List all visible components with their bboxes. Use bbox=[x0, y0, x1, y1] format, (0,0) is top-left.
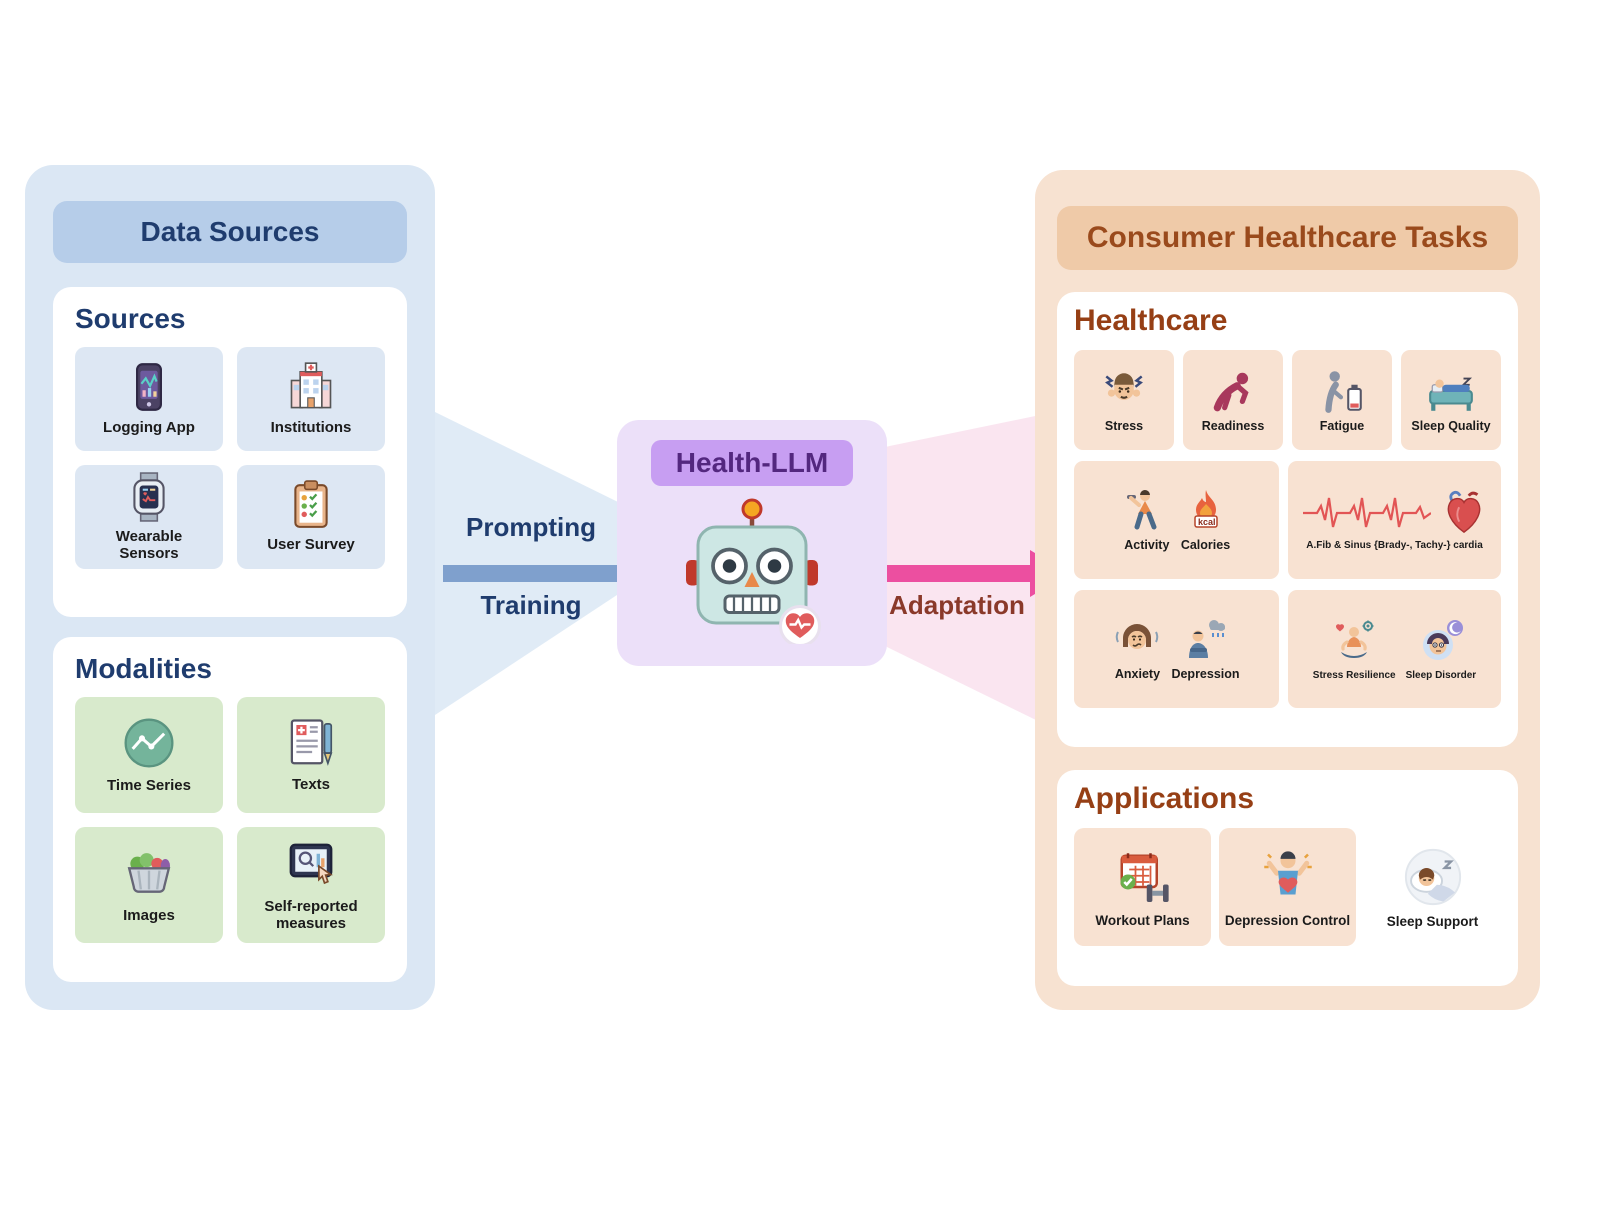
modalities-grid: Time Series bbox=[75, 697, 385, 943]
prompting-training-arrow bbox=[443, 565, 626, 582]
ecg-trace-icon bbox=[1302, 490, 1431, 536]
survey-clipboard-icon bbox=[286, 480, 336, 530]
healthcare-row-2: Activity kcal Calorie bbox=[1074, 461, 1501, 579]
app-depression-control: Depression Control bbox=[1219, 828, 1356, 946]
app-sleep-support: Sleep Support bbox=[1364, 828, 1501, 946]
source-item-logging-app: Logging App bbox=[75, 347, 223, 451]
healthcare-row-3: Anxiety bbox=[1074, 590, 1501, 708]
modality-item-label: Texts bbox=[291, 776, 331, 794]
health-llm-title: Health-LLM bbox=[651, 440, 853, 486]
training-label: Training bbox=[480, 590, 582, 620]
depression-control-icon bbox=[1258, 847, 1318, 907]
sources-grid: Logging App bbox=[75, 347, 385, 569]
sleep-quality-icon bbox=[1426, 366, 1476, 416]
task-label: Readiness bbox=[1201, 419, 1265, 434]
workout-plans-icon bbox=[1113, 847, 1173, 907]
task-fatigue: Fatigue bbox=[1292, 350, 1392, 450]
heart-anatomy-icon bbox=[1441, 490, 1487, 536]
task-label: Depression bbox=[1171, 667, 1240, 682]
modality-item-label: Images bbox=[123, 907, 175, 925]
task-group-anxiety-depression: Anxiety bbox=[1074, 590, 1279, 708]
left-beam bbox=[435, 412, 620, 715]
app-label: Depression Control bbox=[1224, 912, 1351, 928]
adaptation-arrow bbox=[852, 565, 1030, 582]
task-readiness: Readiness bbox=[1183, 350, 1283, 450]
task-label: Activity bbox=[1124, 538, 1170, 553]
task-label: Sleep Quality bbox=[1411, 419, 1491, 434]
sleep-support-icon bbox=[1402, 846, 1464, 908]
source-item-label: Logging App bbox=[103, 419, 195, 437]
source-item-institutions: Institutions bbox=[237, 347, 385, 451]
sources-box: Sources Logging App bbox=[53, 287, 407, 617]
self-reported-icon bbox=[284, 838, 338, 892]
task-stress-resilience: Stress Resilience bbox=[1313, 618, 1396, 681]
task-afib-sinus: A.Fib & Sinus {Brady-, Tachy-} cardia bbox=[1288, 461, 1501, 579]
sleep-disorder-icon bbox=[1416, 618, 1466, 666]
modalities-title: Modalities bbox=[75, 653, 212, 684]
healthcare-row-1: Stress Readiness bbox=[1074, 350, 1501, 450]
applications-box: Applications bbox=[1057, 770, 1518, 986]
data-sources-header: Data Sources bbox=[53, 201, 407, 263]
consumer-healthcare-header: Consumer Healthcare Tasks bbox=[1057, 206, 1518, 270]
hospital-icon bbox=[285, 361, 337, 413]
modality-item-label: Self-reported measures bbox=[264, 897, 358, 932]
task-stress: Stress bbox=[1074, 350, 1174, 450]
health-llm-box: Health-LLM bbox=[617, 420, 887, 666]
task-activity: Activity bbox=[1123, 487, 1171, 553]
depression-icon bbox=[1182, 616, 1230, 664]
task-label: Fatigue bbox=[1319, 419, 1365, 434]
app-label: Workout Plans bbox=[1095, 912, 1190, 928]
source-item-label: Wearable Sensors bbox=[115, 527, 183, 562]
smartwatch-icon bbox=[124, 472, 174, 522]
task-label: Stress Resilience bbox=[1312, 669, 1396, 681]
source-item-user-survey: User Survey bbox=[237, 465, 385, 569]
source-item-label: User Survey bbox=[267, 536, 355, 554]
calories-flame-icon: kcal bbox=[1182, 487, 1230, 535]
modality-item-time-series: Time Series bbox=[75, 697, 223, 813]
source-item-wearable-sensors: Wearable Sensors bbox=[75, 465, 223, 569]
healthcare-title: Healthcare bbox=[1074, 304, 1228, 337]
activity-icon bbox=[1123, 487, 1171, 535]
modalities-box: Modalities Time Series bbox=[53, 637, 407, 982]
fatigue-icon bbox=[1317, 366, 1367, 416]
task-label: Sleep Disorder bbox=[1405, 669, 1477, 681]
afib-sinus-label: A.Fib & Sinus {Brady-, Tachy-} cardia bbox=[1306, 539, 1483, 551]
task-sleep-disorder: Sleep Disorder bbox=[1405, 618, 1477, 681]
app-workout-plans: Workout Plans bbox=[1074, 828, 1211, 946]
consumer-healthcare-panel: Consumer Healthcare Tasks Healthcare bbox=[1035, 170, 1540, 1010]
data-sources-panel: Data Sources Sources bbox=[25, 165, 435, 1010]
source-item-label: Institutions bbox=[270, 419, 352, 437]
readiness-icon bbox=[1208, 366, 1258, 416]
texts-icon bbox=[284, 716, 338, 770]
app-label: Sleep Support bbox=[1386, 913, 1479, 929]
task-label: Stress bbox=[1104, 419, 1144, 434]
robot-icon bbox=[677, 494, 827, 644]
task-label: Anxiety bbox=[1114, 667, 1161, 682]
task-group-resilience-sleep-disorder: Stress Resilience bbox=[1288, 590, 1501, 708]
stress-resilience-icon bbox=[1329, 618, 1379, 666]
modality-item-texts: Texts bbox=[237, 697, 385, 813]
applications-title: Applications bbox=[1074, 782, 1255, 815]
kcal-text: kcal bbox=[1198, 517, 1216, 527]
task-sleep-quality: Sleep Quality bbox=[1401, 350, 1501, 450]
time-series-icon bbox=[121, 715, 177, 771]
task-label: Calories bbox=[1180, 538, 1231, 553]
task-group-activity-calories: Activity kcal Calorie bbox=[1074, 461, 1279, 579]
healthcare-box: Healthcare bbox=[1057, 292, 1518, 747]
adaptation-label: Adaptation bbox=[889, 590, 1025, 620]
anxiety-icon bbox=[1113, 616, 1161, 664]
task-calories: kcal Calories bbox=[1181, 487, 1230, 553]
prompting-label: Prompting bbox=[466, 512, 596, 542]
sources-title: Sources bbox=[75, 303, 186, 334]
task-anxiety: Anxiety bbox=[1113, 616, 1161, 682]
modality-item-self-reported: Self-reported measures bbox=[237, 827, 385, 943]
stress-icon bbox=[1099, 366, 1149, 416]
logging-app-icon bbox=[123, 361, 175, 413]
images-icon bbox=[121, 845, 177, 901]
applications-row: Workout Plans Depression Control bbox=[1074, 828, 1501, 946]
modality-item-label: Time Series bbox=[107, 777, 191, 795]
modality-item-images: Images bbox=[75, 827, 223, 943]
task-depression: Depression bbox=[1171, 616, 1240, 682]
